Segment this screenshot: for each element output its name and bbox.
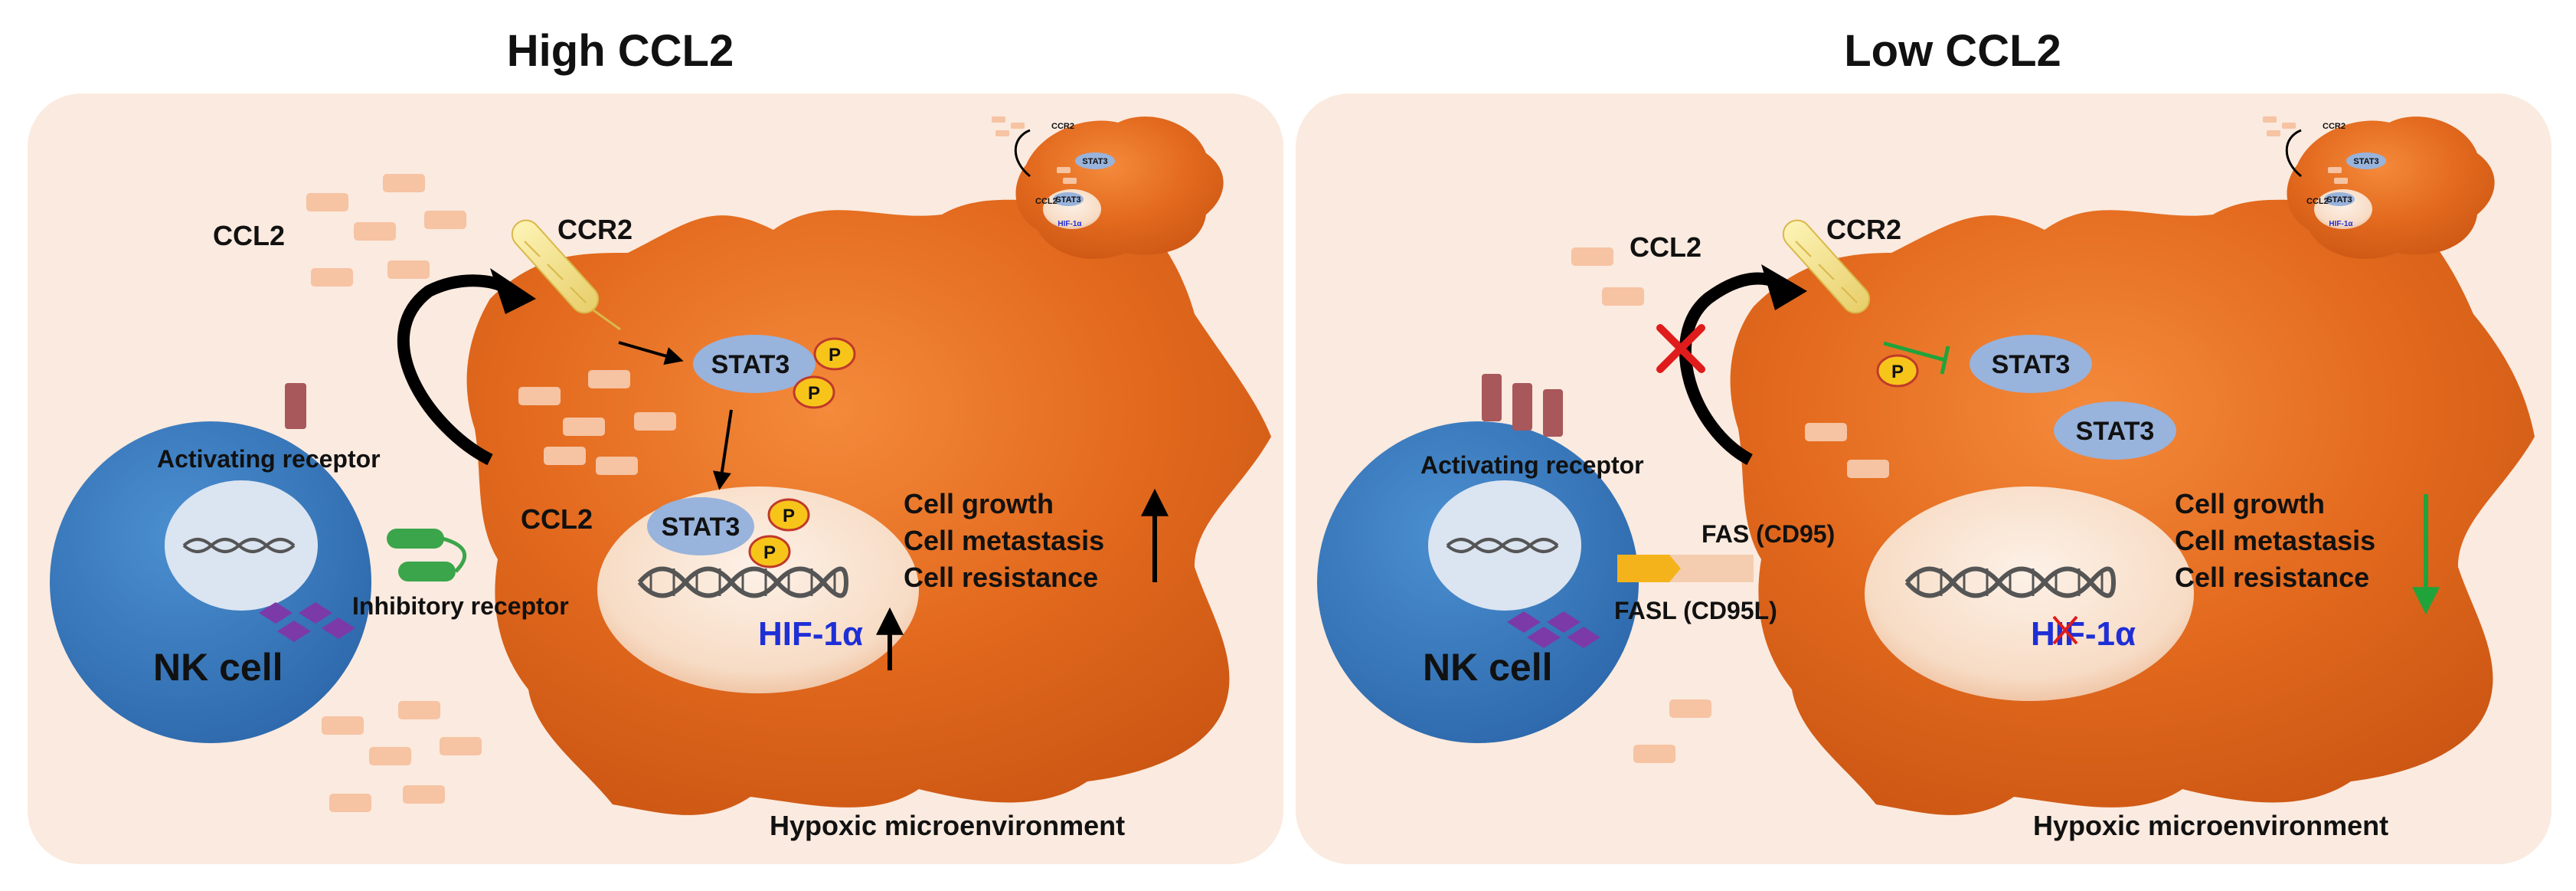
secretion-curved-arrow bbox=[1679, 272, 1779, 466]
ccl2-inside-label: CCL2 bbox=[521, 503, 593, 535]
dna-icon bbox=[1904, 566, 2116, 598]
ccr2-label: CCR2 bbox=[557, 214, 633, 245]
ccl2-molecules-outside bbox=[1571, 247, 1711, 763]
inset-stat3-label: STAT3 bbox=[1082, 157, 1107, 166]
phospho-badge: P bbox=[1876, 354, 1919, 388]
stat3-cytoplasm-label: STAT3 bbox=[711, 350, 790, 379]
panel-title: High CCL2 bbox=[507, 26, 734, 76]
ccl2-outside-label: CCL2 bbox=[213, 220, 285, 251]
inset-ccr2-label: CCR2 bbox=[2323, 122, 2346, 131]
nk-cell-label: NK cell bbox=[1423, 646, 1553, 689]
microenvironment-label: Hypoxic microenvironment bbox=[770, 810, 1125, 841]
activating-receptor-icon bbox=[285, 383, 306, 429]
ccr2-to-stat3-arrow bbox=[618, 341, 684, 365]
inset-hif-label: HIF-1α bbox=[2329, 220, 2353, 228]
ccr2-receptor bbox=[511, 219, 621, 331]
secretion-arrowhead bbox=[490, 268, 536, 314]
phospho-badge: P bbox=[813, 337, 856, 371]
hif-crossed-icon bbox=[2052, 615, 2078, 645]
panel-high-ccl2: High CCL2 HIF-1α STAT3 P bbox=[28, 26, 1283, 864]
stat3-nucleus bbox=[647, 497, 754, 555]
granules bbox=[1507, 611, 1600, 648]
inset-ccl2-label: CCL2 bbox=[1035, 197, 1058, 206]
outcome-2: Cell metastasis bbox=[2175, 525, 2375, 556]
svg-text:P: P bbox=[808, 383, 820, 404]
outcome-1: Cell growth bbox=[2175, 488, 2325, 519]
svg-text:P: P bbox=[1891, 362, 1904, 382]
stat3-to-nucleus-arrow bbox=[712, 409, 733, 490]
panel-low-ccl2: Low CCL2 HIF-1α STAT3 STAT3 bbox=[1296, 26, 2551, 864]
activating-receptor-label: Activating receptor bbox=[1420, 451, 1644, 479]
activating-receptor-icon bbox=[1482, 374, 1563, 437]
outcome-1: Cell growth bbox=[904, 488, 1054, 519]
ccr2-receptor bbox=[1782, 219, 1871, 314]
inset-stat3-label: STAT3 bbox=[2326, 195, 2352, 205]
ccl2-molecules-inside bbox=[518, 370, 676, 475]
inset-ccl2-label: CCL2 bbox=[2306, 197, 2329, 206]
stat3-nucleus-label: STAT3 bbox=[662, 513, 740, 542]
stat3-cytoplasm-label: STAT3 bbox=[2076, 417, 2155, 446]
blocked-x-icon bbox=[1656, 324, 1705, 373]
inhibitory-receptor-icon bbox=[387, 529, 466, 581]
inset-stat3-label: STAT3 bbox=[1055, 195, 1080, 205]
inset-tumor: STAT3 STAT3 HIF-1α CCR2 CCL2 bbox=[992, 116, 1224, 260]
fasl-label: FASL (CD95L) bbox=[1614, 597, 1777, 624]
ccl2-molecules-inside bbox=[1805, 423, 1889, 478]
hif1a-label: HIF-1α bbox=[2031, 615, 2136, 653]
inset-stat3-label: STAT3 bbox=[2353, 157, 2378, 166]
fas-fasl-icon bbox=[1617, 555, 1754, 582]
inhibit-stat3-icon bbox=[1883, 341, 1950, 375]
granules bbox=[259, 602, 355, 642]
secretion-arrowhead bbox=[1761, 264, 1807, 310]
phospho-badge: P bbox=[793, 375, 835, 409]
inhibitory-receptor-label: Inhibitory receptor bbox=[352, 592, 569, 620]
ccl2-molecules-outside bbox=[306, 174, 482, 812]
inset-ccr2-label: CCR2 bbox=[1051, 122, 1074, 131]
stat3-cytoplasm bbox=[1970, 335, 2092, 393]
secretion-curved-arrow bbox=[397, 274, 508, 466]
hif1a-label: HIF-1α bbox=[758, 615, 863, 653]
nk-cell-label: NK cell bbox=[153, 646, 283, 689]
outcome-3: Cell resistance bbox=[904, 562, 1098, 593]
inset-hif-label: HIF-1α bbox=[1058, 220, 1082, 228]
fas-label: FAS (CD95) bbox=[1702, 520, 1835, 548]
panel-title: Low CCL2 bbox=[1844, 26, 2061, 76]
outcome-3: Cell resistance bbox=[2175, 562, 2369, 593]
outcome-2: Cell metastasis bbox=[904, 525, 1104, 556]
svg-text:P: P bbox=[763, 542, 776, 563]
dna-icon bbox=[182, 538, 296, 553]
ccr2-label: CCR2 bbox=[1826, 214, 1901, 245]
phospho-badge: P bbox=[767, 498, 810, 532]
stat3-cytoplasm bbox=[693, 335, 816, 393]
phospho-badge: P bbox=[748, 535, 791, 568]
inset-tumor: STAT3 STAT3 HIF-1α CCR2 CCL2 bbox=[2263, 116, 2495, 260]
svg-text:P: P bbox=[829, 345, 841, 365]
microenvironment-label: Hypoxic microenvironment bbox=[2033, 810, 2388, 841]
activating-receptor-label: Activating receptor bbox=[157, 445, 381, 473]
ccl2-outside-label: CCL2 bbox=[1630, 231, 1702, 263]
svg-text:P: P bbox=[783, 506, 795, 526]
dna-icon bbox=[1446, 538, 1559, 553]
dna-icon bbox=[637, 566, 848, 598]
stat3-cytoplasm bbox=[2054, 401, 2176, 460]
stat3-cytoplasm-label: STAT3 bbox=[1992, 350, 2071, 379]
